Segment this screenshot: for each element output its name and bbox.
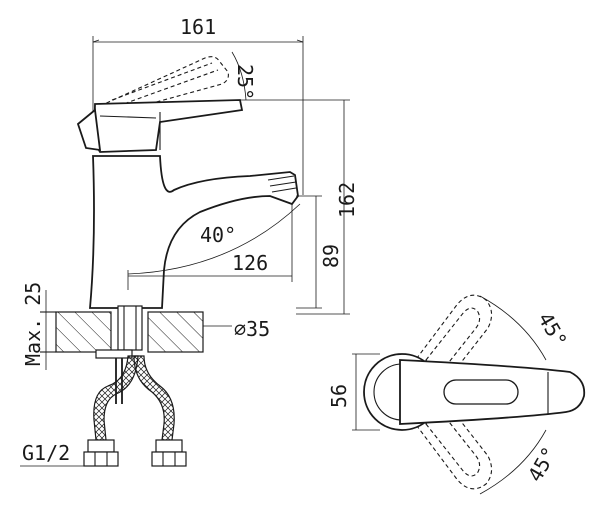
spout-angle-label: 40° (200, 223, 236, 247)
lever-rotated-up (407, 294, 493, 393)
lever-angle-dimension: 25° (231, 51, 257, 100)
rotation-arc-top: 45° (479, 295, 572, 361)
hose-fittings (20, 439, 187, 467)
lever-handle (76, 99, 244, 153)
spout-height-dimension: 89 (296, 195, 343, 309)
top-lever (363, 353, 586, 431)
top-view: 56 45° 45° (327, 294, 586, 495)
rotation-angle-bottom-label: 45° (523, 443, 562, 486)
connection-thread-label: G1/2 (22, 441, 70, 465)
overall-length-label: 161 (180, 15, 216, 39)
counter-deck (40, 311, 232, 353)
overall-length-dimension: 161 (92, 15, 304, 195)
spout-reach-dimension: 126 (127, 204, 293, 290)
side-view: 161 25° 16 (20, 15, 359, 467)
lever-rotated-down (407, 391, 493, 490)
rotation-arc-bottom: 45° (479, 429, 562, 495)
deck-thickness-label: Max. 25 (21, 282, 45, 366)
spout-angle-dimension: 40° (127, 203, 301, 275)
lever-width-dimension: 56 (327, 353, 380, 431)
rotation-angle-top-label: 45° (533, 308, 572, 351)
lever-angle-label: 25° (233, 64, 257, 100)
spout-reach-label: 126 (232, 251, 268, 275)
lever-raised-outline (98, 56, 229, 113)
overall-height-label: 162 (335, 182, 359, 218)
flexible-hoses (93, 355, 175, 441)
faucet-body (89, 155, 299, 309)
spout-height-label: 89 (319, 244, 343, 268)
mounting-hole-label: ∅35 (234, 317, 270, 341)
overall-height-dimension: 162 (240, 99, 359, 315)
deck-thickness-dimension: Max. 25 (21, 282, 47, 370)
mounting-stud (95, 305, 143, 404)
lever-width-label: 56 (327, 384, 351, 408)
